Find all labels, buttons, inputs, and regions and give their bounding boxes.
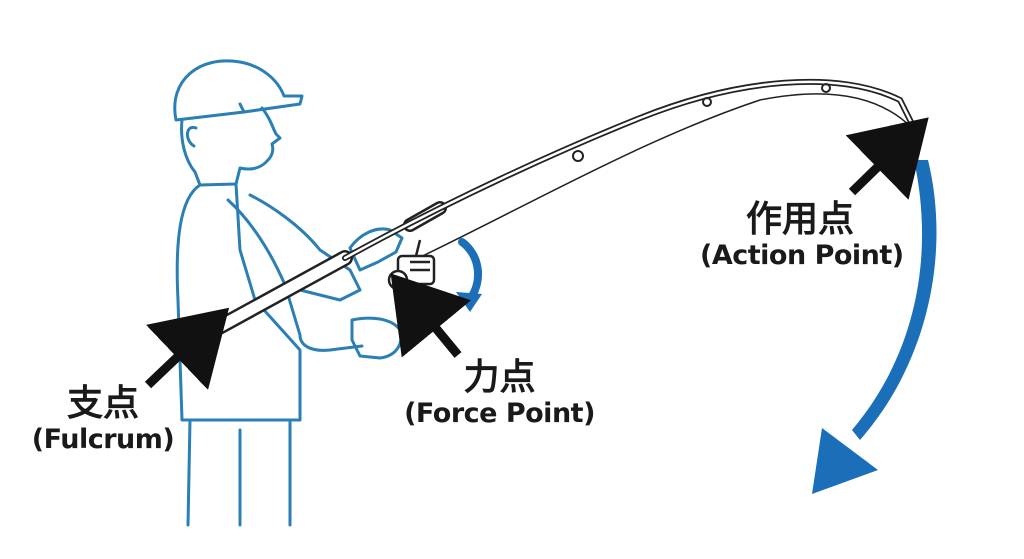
fulcrum-label-jp: 支点: [66, 383, 139, 424]
fishing-rod: [202, 78, 919, 340]
action-point-label: 作用点 (Action Point): [700, 199, 904, 272]
fulcrum-label-en: (Fulcrum): [31, 424, 175, 455]
fulcrum-label: 支点 (Fulcrum): [18, 384, 188, 456]
action-point-label-jp: 作用点: [745, 199, 854, 240]
force-point-label-en: (Force Point): [404, 398, 595, 429]
pointer-arrow-force-icon: [390, 273, 472, 358]
rod-guide: [702, 97, 712, 107]
force-point-label: 力点 (Force Point): [402, 358, 597, 430]
pointer-arrow-action-icon: [845, 117, 929, 200]
pointer-arrow-fulcrum-icon: [144, 307, 230, 390]
action-point-label-en: (Action Point): [700, 240, 904, 271]
torso-outline: [175, 182, 302, 422]
head-outline: [180, 106, 282, 187]
force-point-label-jp: 力点: [463, 357, 536, 398]
cap-icon: [173, 59, 304, 122]
reel-icon: [387, 239, 436, 291]
rod-guide: [572, 150, 584, 162]
fishing-line: [409, 93, 913, 263]
rod-guide: [821, 83, 831, 93]
